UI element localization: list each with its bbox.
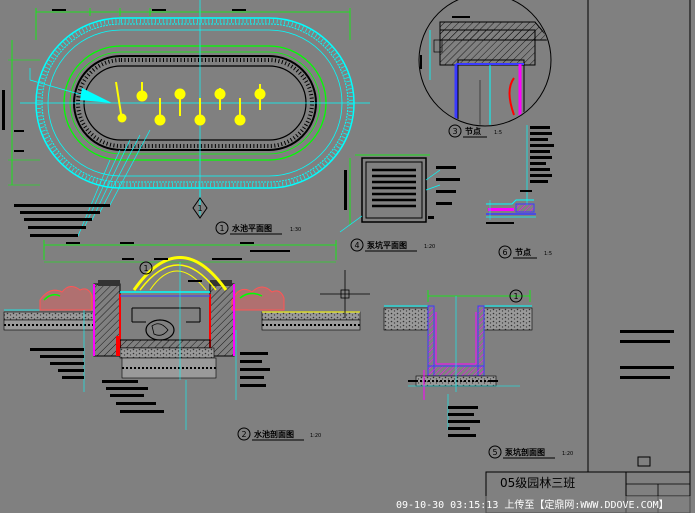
pump-section-title: 5 泵坑剖面图 1:20	[488, 445, 573, 459]
pool-section-notes-bottom	[102, 380, 164, 413]
detail-3-scale: 1:5	[494, 130, 502, 136]
sheet-border	[587, 0, 691, 513]
pool-section-notes-right	[240, 352, 270, 387]
pump-plan-scale: 1:20	[424, 244, 435, 250]
detail-6-scale: 1:5	[544, 251, 552, 257]
pump-section-notes	[408, 380, 498, 437]
pump-section-view: 1 5 泵坑剖面图	[383, 289, 573, 459]
upload-watermark-text: 09-10-30 03:15:13 上传至【定鼎网:WWW.DDOVE.COM】	[396, 498, 669, 511]
section-marker-pool-label: 1	[143, 264, 148, 273]
pool-section-name: 水池剖面图	[253, 429, 294, 439]
cad-crosshair-cursor	[320, 270, 370, 318]
section-marker-label: 1	[197, 204, 202, 213]
detail-3-notes	[530, 126, 554, 183]
detail-6-title: 6 节点 1:5	[498, 245, 552, 259]
pump-section-number: 5	[492, 448, 497, 457]
pool-section-view: 1	[3, 240, 370, 441]
section-marker-pool: 1	[139, 261, 153, 275]
pool-section-scale: 1:20	[310, 433, 321, 439]
pool-section-number: 2	[241, 430, 246, 439]
pump-plan-name: 泵坑平面图	[367, 240, 407, 250]
detail-6-number: 6	[502, 248, 507, 257]
pump-plan-view: 4 泵坑平面图 1:20	[339, 154, 460, 252]
class-name-label: 05级园林三班	[500, 476, 575, 490]
detail-3-name: 节点	[465, 126, 481, 136]
fountain-jets	[115, 81, 266, 126]
pool-plan-notes	[14, 204, 110, 237]
pump-section-scale: 1:20	[562, 451, 573, 457]
pump-plan-number: 4	[354, 241, 359, 250]
pool-plan-title: 1 水池平面图 1:30	[215, 221, 301, 235]
pump-plan-title: 4 泵坑平面图 1:20	[350, 238, 435, 252]
detail-3-title: 3 节点 1:5	[448, 124, 502, 138]
section-marker-pump-label: 1	[513, 292, 518, 301]
section-marker-plan: 1	[192, 190, 208, 219]
pool-plan-name: 水池平面图	[231, 223, 272, 233]
section-marker-pump: 1	[509, 289, 523, 303]
pool-plan-scale: 1:30	[290, 227, 301, 233]
pool-plan-number: 1	[219, 224, 224, 233]
pump-section-name: 泵坑剖面图	[505, 447, 545, 457]
upload-watermark: 09-10-30 03:15:13 上传至【定鼎网:WWW.DDOVE.COM】	[392, 496, 695, 513]
pool-plan-view: 1 1 水池平面图 1:30	[2, 0, 370, 237]
detail-6-view: 6 节点 1:5	[486, 190, 552, 259]
detail-3-view: 3 节点 1:5	[418, 0, 554, 205]
detail-6-name: 节点	[515, 247, 531, 257]
pool-section-title: 2 水池剖面图 1:20	[237, 427, 321, 441]
pool-section-notes-left	[30, 348, 84, 379]
pump-plan-notes	[428, 166, 460, 219]
detail-3-number: 3	[452, 127, 457, 136]
